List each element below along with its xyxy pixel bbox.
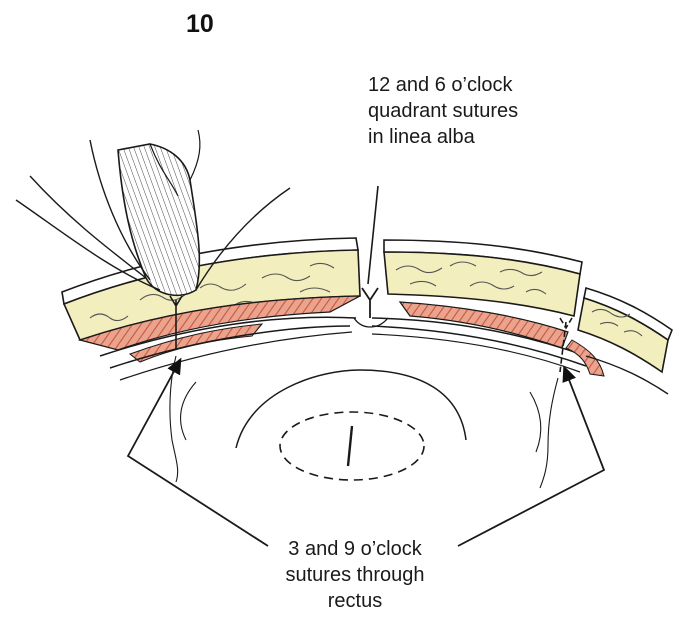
bottom-label-leaders: [128, 364, 604, 546]
figure-number: 10: [186, 10, 214, 39]
label-bottom-line-1: 3 and 9 o’clock: [230, 536, 480, 562]
label-top-line-3: in linea alba: [368, 124, 518, 150]
far-right-wall-segment: [566, 288, 672, 394]
right-leader-arrow: [458, 372, 604, 546]
label-bottom-line-2: sutures through: [230, 562, 480, 588]
left-leader-arrow: [128, 364, 268, 546]
linea-alba-sutures-label: 12 and 6 o’clock quadrant sutures in lin…: [368, 72, 518, 150]
left-wall-segment: [62, 238, 360, 380]
peritoneal-cavity: [181, 370, 541, 480]
rectus-sutures-label: 3 and 9 o’clock sutures through rectus: [230, 536, 480, 614]
incision-line: [348, 426, 352, 466]
right-wall-segment: [372, 240, 586, 372]
top-label-leader: [368, 186, 378, 284]
label-top-line-1: 12 and 6 o’clock: [368, 72, 518, 98]
label-bottom-line-3: rectus: [230, 588, 480, 614]
label-top-line-2: quadrant sutures: [368, 98, 518, 124]
dashed-incision-outline: [280, 412, 424, 480]
